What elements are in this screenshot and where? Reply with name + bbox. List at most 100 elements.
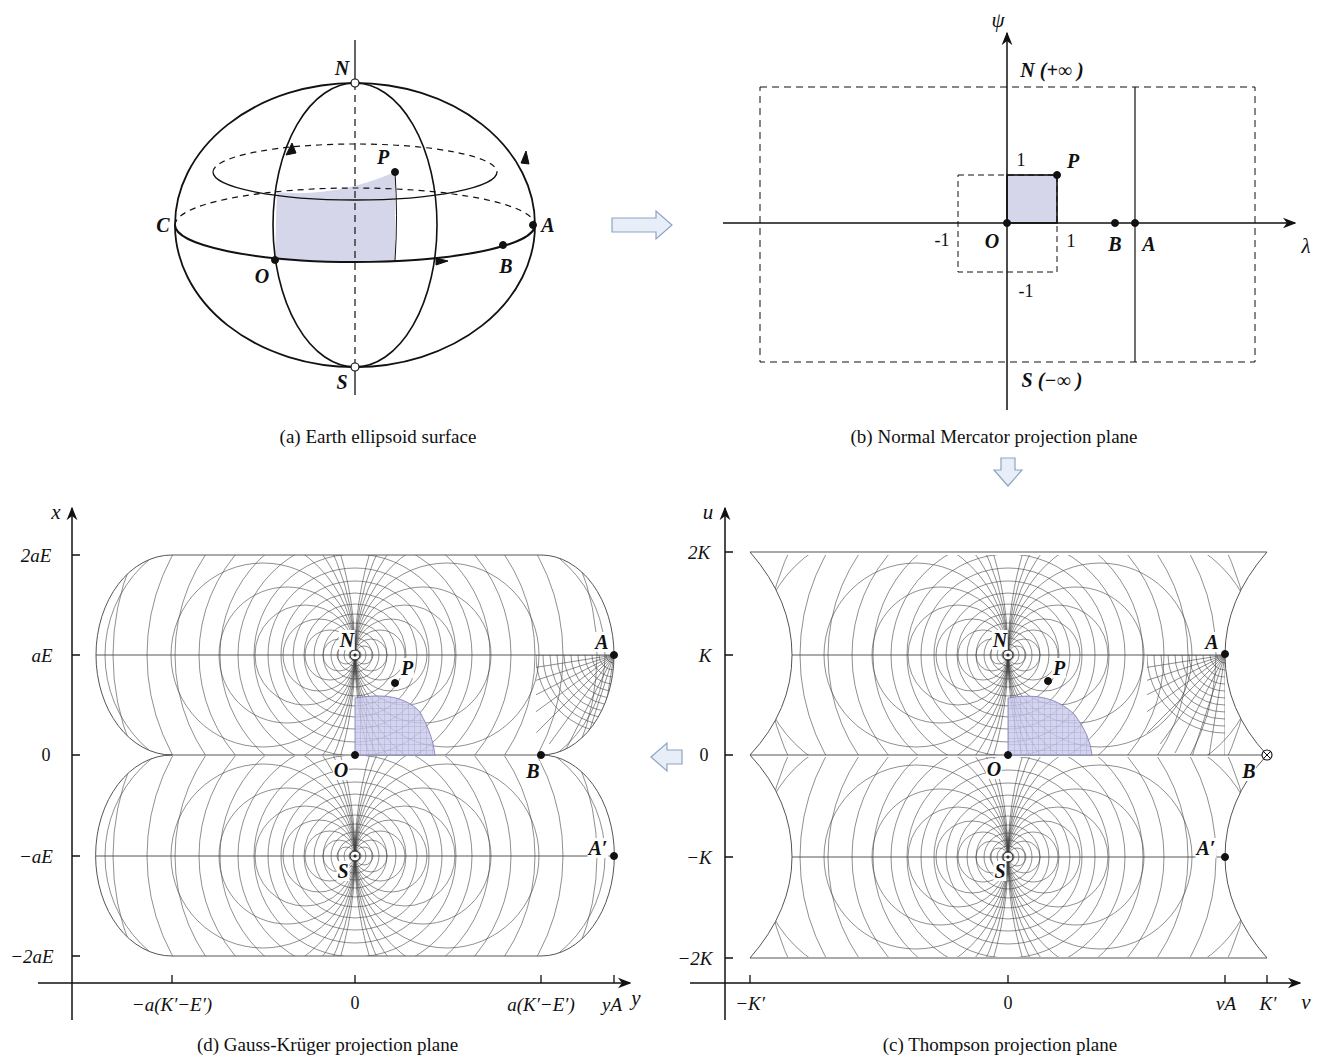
point-label: N	[339, 630, 355, 650]
grid-line	[740, 655, 1280, 656]
grid-stroke	[723, 555, 1293, 755]
point-label: O	[984, 231, 1000, 251]
grid-stroke	[1147, 655, 1225, 733]
axis-name: λ	[1301, 236, 1310, 257]
block-arrow	[612, 211, 672, 239]
tick-label: −K′	[734, 994, 766, 1013]
dense-grid	[1147, 655, 1225, 755]
grid-stroke	[1147, 655, 1225, 689]
grid-stroke	[536, 655, 614, 689]
grid-stroke	[1160, 655, 1225, 744]
grid-stroke	[549, 655, 614, 744]
grid-stroke	[70, 756, 640, 956]
thompson-plane	[690, 508, 1300, 1020]
grid-stroke	[70, 555, 640, 755]
panel-caption: (d) Gauss-Krüger projection plane	[10, 1034, 645, 1056]
point-label: S	[335, 372, 348, 392]
tick-label: −aE	[18, 847, 54, 866]
tick-number: 1	[1016, 151, 1027, 169]
point-label: B	[525, 761, 540, 781]
grid-stroke	[1225, 655, 1226, 755]
axis-name: x	[51, 502, 60, 523]
tick-label: aE	[30, 646, 53, 665]
point-label: A	[594, 632, 609, 652]
tick-label: 2K	[687, 543, 711, 562]
point-label: P	[1066, 151, 1080, 171]
gauss-kruger-graticule	[0, 295, 1075, 1063]
tick-number: 0	[1003, 994, 1014, 1012]
grid-stroke	[1147, 655, 1225, 733]
tick-label: a(K′−E′)	[506, 995, 576, 1014]
point-label: B	[1107, 234, 1122, 254]
ellipsoid	[175, 40, 537, 395]
point-label: S (−∞ )	[1021, 370, 1084, 390]
panel-caption: (b) Normal Mercator projection plane	[678, 426, 1310, 448]
panel-caption: (c) Thompson projection plane	[688, 1034, 1312, 1056]
grid-stroke	[723, 757, 1293, 957]
point-label: A	[1204, 632, 1219, 652]
tick-label: 2aE	[20, 546, 53, 565]
point-label: B	[498, 256, 513, 276]
point-label: N (+∞ )	[1019, 60, 1084, 80]
panel: (a) Earth ellipsoid surface	[150, 30, 606, 452]
pole-grid	[0, 756, 755, 956]
point-label: P	[400, 658, 414, 678]
grid-stroke	[536, 655, 614, 733]
tick-label: vA	[1215, 994, 1237, 1013]
tick-number: -1	[934, 231, 951, 249]
panel-caption: (a) Earth ellipsoid surface	[150, 426, 606, 448]
point-label: P	[376, 147, 390, 167]
tick-number: 0	[41, 746, 52, 764]
tick-number: 0	[350, 994, 361, 1012]
point-label: A′	[588, 838, 609, 858]
pole-grid	[608, 555, 1322, 755]
point-label: S	[993, 861, 1006, 881]
mercator-plane	[723, 33, 1295, 410]
tick-label: K′	[1259, 994, 1278, 1013]
tick-number: -1	[1018, 282, 1035, 300]
grid-stroke	[1147, 655, 1225, 705]
point-label: A	[1141, 234, 1156, 254]
axis-name: y	[631, 988, 640, 1009]
block-arrow	[651, 743, 682, 771]
point-label: O	[333, 760, 349, 780]
grid-stroke	[536, 655, 614, 672]
tick-number: 1	[1066, 232, 1077, 250]
thompson-graticule	[288, 295, 1322, 1063]
block-arrow	[994, 458, 1022, 486]
tick-number: 0	[699, 746, 710, 764]
point-label: A′	[1196, 838, 1217, 858]
grid-line	[90, 856, 620, 857]
tick-label: K	[698, 646, 713, 665]
point-label: P	[1052, 658, 1066, 678]
panel: (d) Gauss-Krüger projection plane	[10, 492, 645, 1060]
point-label: B	[1241, 761, 1256, 781]
point-label: A	[540, 215, 555, 235]
point-label: N	[992, 630, 1008, 650]
pole-grid	[0, 555, 755, 755]
pole-grid	[608, 757, 1322, 957]
grid-stroke	[1175, 655, 1225, 753]
point-label: S	[336, 861, 349, 881]
grid-stroke	[564, 655, 614, 753]
point-label: C	[155, 215, 170, 235]
grid-line	[90, 655, 620, 656]
tick-label: −2aE	[9, 947, 54, 966]
axis-name: v	[1301, 992, 1310, 1013]
point-label: O	[254, 266, 270, 286]
grid-stroke	[1147, 655, 1225, 672]
dense-grid	[536, 655, 614, 755]
tick-label: −K	[685, 848, 713, 867]
axis-name: u	[703, 502, 714, 523]
tick-label: −2K	[677, 949, 714, 968]
point-label: O	[986, 759, 1002, 779]
gauss-kruger-plane	[38, 508, 630, 1020]
tick-label: −a(K′−E′)	[131, 995, 213, 1014]
tick-label: yA	[601, 995, 623, 1014]
grid-stroke	[1147, 655, 1225, 720]
axis-name: ψ	[991, 10, 1004, 31]
grid-stroke	[536, 655, 614, 705]
grid-stroke	[536, 655, 614, 733]
